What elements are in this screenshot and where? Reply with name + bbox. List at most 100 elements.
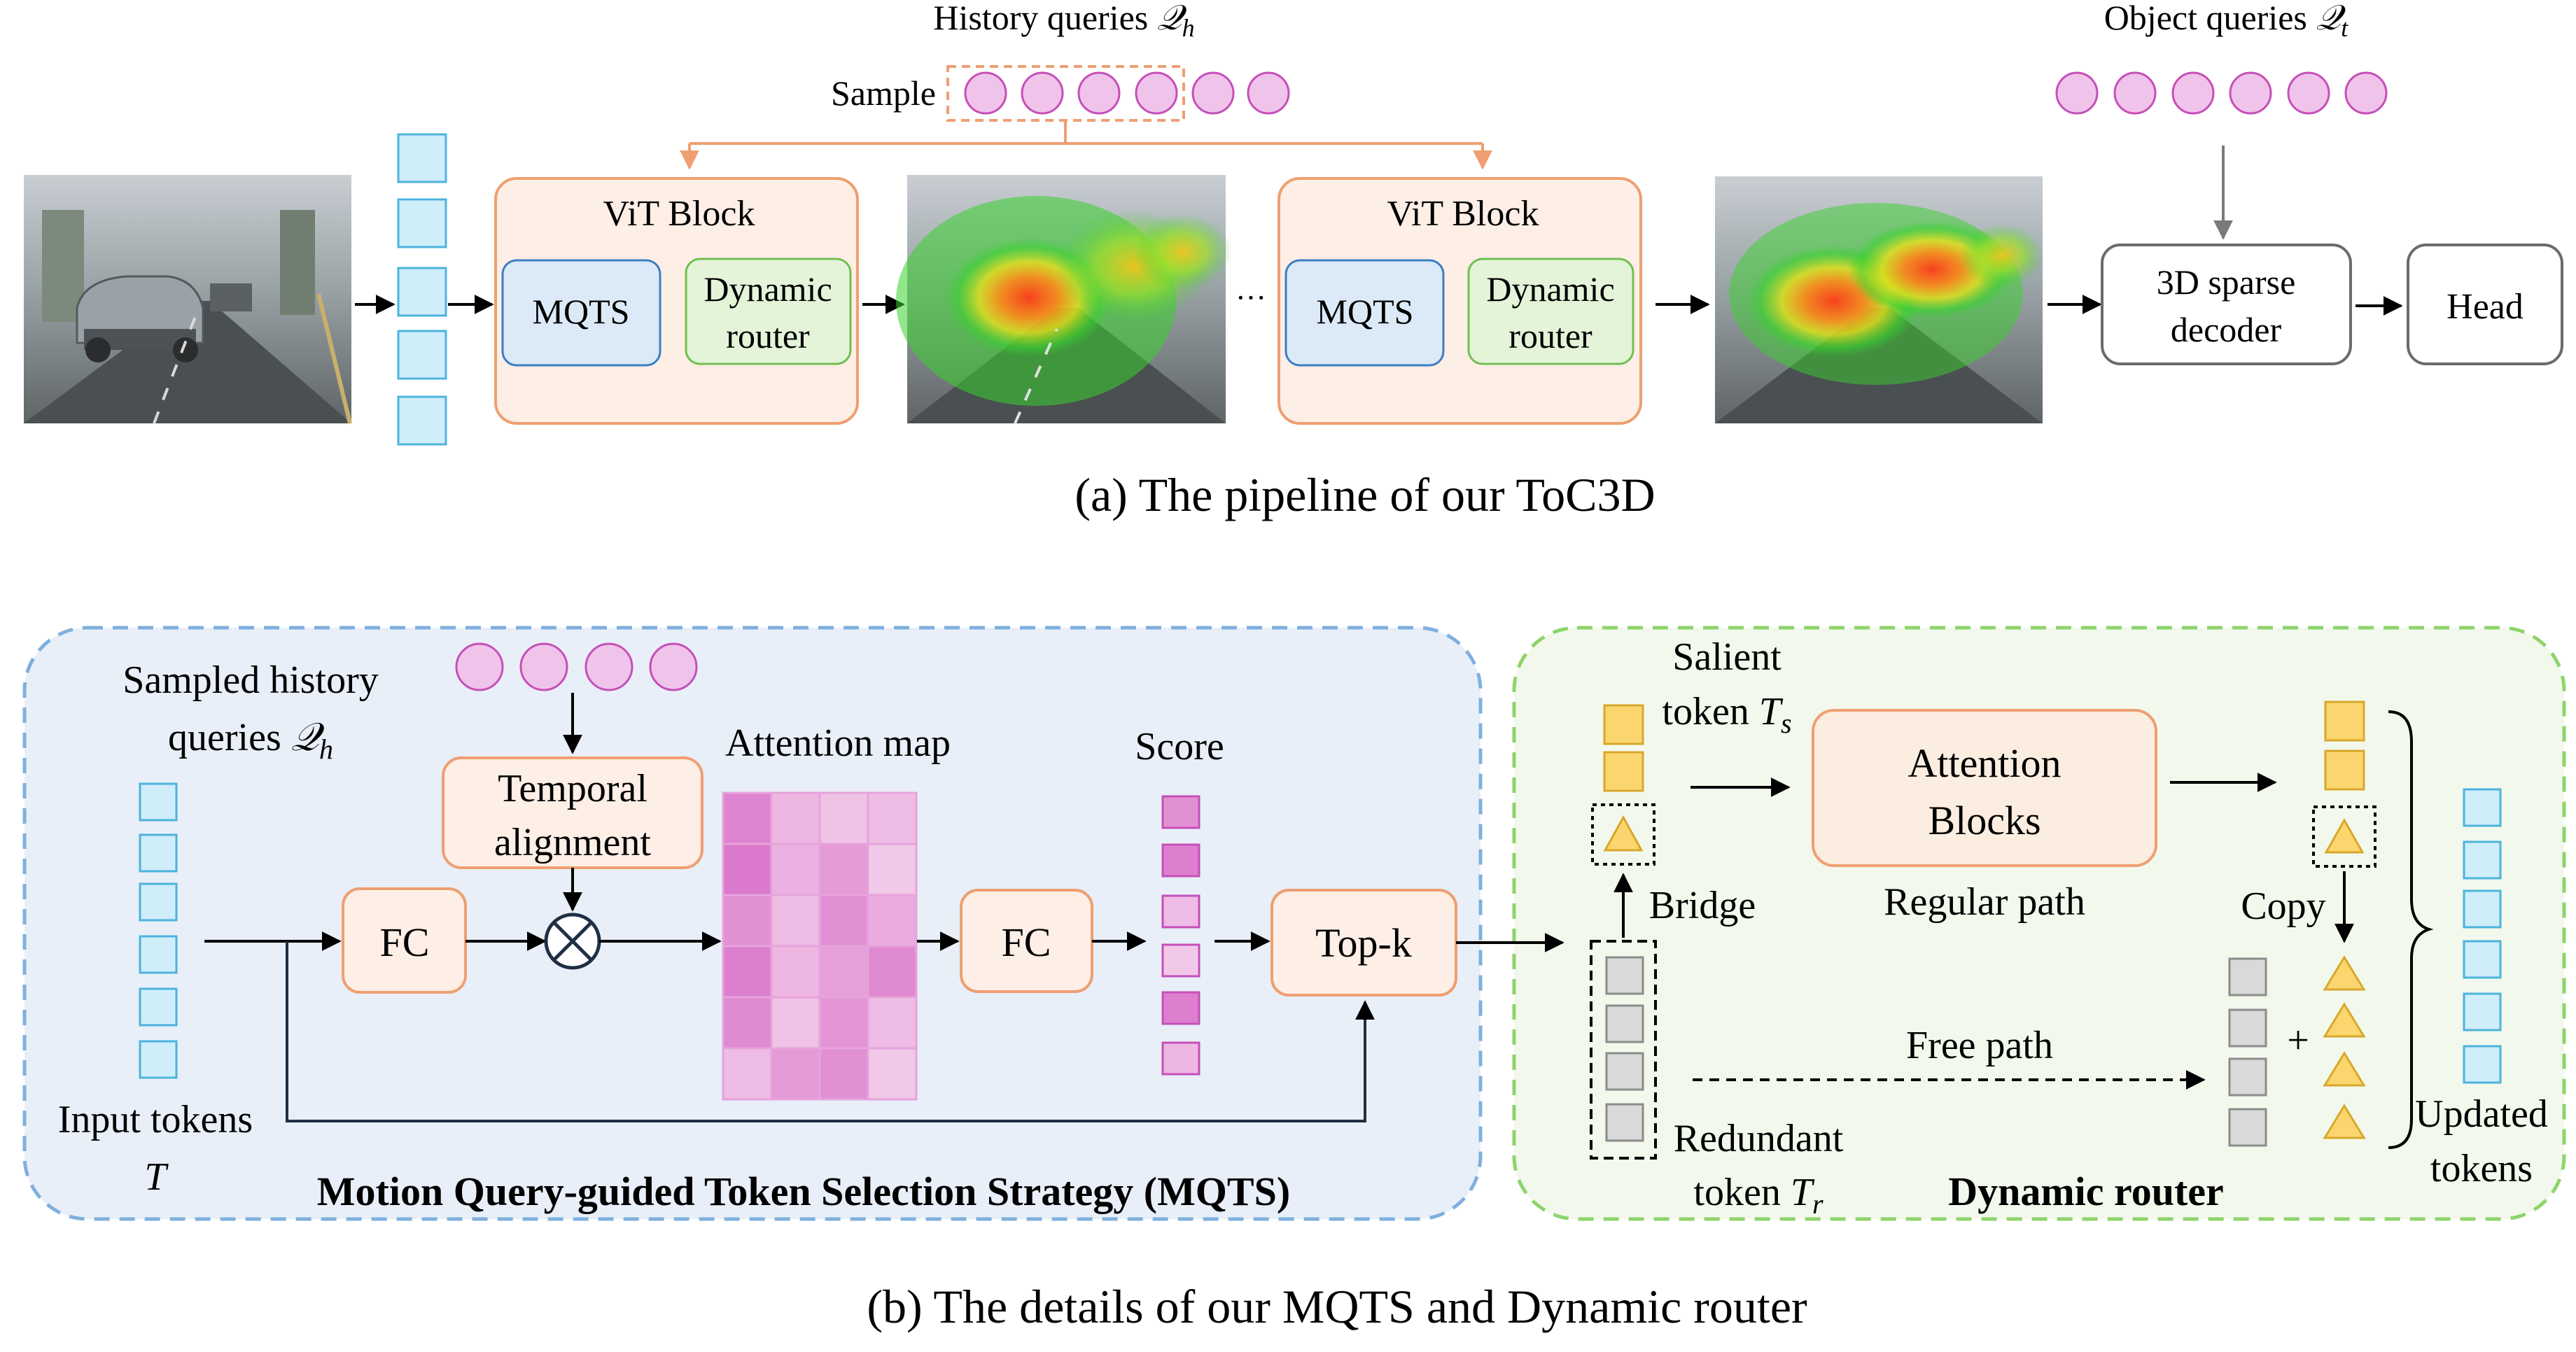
input-tokens-label: Input tokens — [58, 1098, 253, 1141]
history-query-6 — [1247, 71, 1290, 115]
vit-block-2: ViT Block MQTS Dynamic router — [1278, 177, 1642, 425]
input-token-3 — [139, 882, 178, 922]
attention-cell-1-4 — [867, 791, 918, 845]
decoder-label-1: 3D sparse — [2157, 262, 2296, 302]
updated-tokens-label-2: tokens — [2430, 1147, 2533, 1190]
patch-token-4 — [397, 330, 447, 380]
redundant-token-in-3 — [1605, 1052, 1644, 1091]
ellipsis: ··· — [1236, 281, 1266, 315]
attention-cell-1-3 — [818, 791, 869, 845]
mqts-title: Motion Query-guided Token Selection Stra… — [317, 1169, 1290, 1214]
updated-token-6 — [2463, 1045, 2502, 1084]
attention-cell-3-1 — [722, 894, 773, 948]
mqts-label-2: MQTS — [1317, 292, 1414, 331]
score-cell-6 — [1161, 1041, 1200, 1076]
copied-triangle-2 — [2323, 1002, 2366, 1038]
copied-triangle-4 — [2323, 1104, 2366, 1139]
dynamic-router-module-2 — [1467, 258, 1634, 365]
copy-source-box — [2312, 805, 2376, 868]
redundant-token-out-2 — [2228, 1008, 2267, 1048]
attention-cell-3-4 — [867, 894, 918, 948]
updated-token-1 — [2463, 788, 2502, 827]
input-token-1 — [139, 782, 178, 822]
caption-a: (a) The pipeline of our ToC3D — [1074, 468, 1655, 521]
merge-brace — [2388, 710, 2434, 1149]
attention-cell-4-3 — [818, 945, 869, 999]
head-box: Head — [2407, 244, 2563, 365]
multiply-operator — [544, 913, 601, 970]
redundant-token-out-4 — [2228, 1108, 2267, 1147]
history-query-2 — [1021, 71, 1064, 115]
attention-blocks-label-2: Blocks — [1928, 798, 2040, 843]
head-label: Head — [2446, 287, 2524, 327]
attention-cell-3-3 — [818, 894, 869, 948]
sample-label: Sample — [831, 73, 936, 113]
history-query-4 — [1135, 71, 1178, 115]
sampled-query-2 — [519, 642, 568, 691]
dynamic-router-label-1a: Dynamic — [704, 269, 832, 309]
updated-tokens-label-1: Updated — [2415, 1092, 2548, 1136]
object-query-3 — [2171, 71, 2215, 115]
input-token-4 — [139, 935, 178, 974]
fc-label-2: FC — [1002, 920, 1051, 965]
attention-cell-5-2 — [770, 996, 821, 1050]
attention-cell-2-1 — [722, 843, 773, 896]
salient-tokens-out — [2324, 700, 2365, 791]
redundant-token-box — [1590, 940, 1657, 1160]
dynamic-router-label-1b: router — [726, 316, 810, 355]
redundant-label-1: Redundant — [1674, 1117, 1844, 1160]
sample-connector — [680, 120, 1492, 170]
object-queries-label: Object queries 𝒬t — [2104, 0, 2349, 42]
score-cell-3 — [1161, 894, 1200, 929]
history-queries-row — [964, 71, 1290, 115]
attention-map-label: Attention map — [725, 721, 951, 765]
redundant-token-out-1 — [2228, 957, 2267, 997]
score-cell-2 — [1161, 843, 1200, 878]
fc-label-1: FC — [380, 920, 430, 965]
sampled-history-label-1: Sampled history — [122, 659, 379, 702]
temporal-label-2: alignment — [494, 821, 651, 864]
object-query-6 — [2344, 71, 2388, 115]
patch-token-5 — [397, 395, 447, 446]
updated-token-2 — [2463, 840, 2502, 880]
router-title: Dynamic router — [1948, 1169, 2224, 1214]
plus-sign: + — [2287, 1019, 2309, 1062]
attention-cell-5-3 — [818, 996, 869, 1050]
sampled-queries-row — [455, 642, 698, 691]
input-tokens-column — [139, 782, 178, 1079]
input-token-5 — [139, 987, 178, 1027]
sparse-decoder-box: 3D sparse decoder — [2101, 244, 2352, 365]
score-cell-1 — [1161, 795, 1200, 829]
redundant-tokens-out — [2228, 957, 2267, 1147]
sampled-history-label-2: queries 𝒬h — [168, 716, 333, 765]
decoder-label-2: decoder — [2171, 310, 2282, 349]
history-query-3 — [1077, 71, 1121, 115]
object-query-5 — [2287, 71, 2330, 115]
redundant-label-2: token Tr — [1693, 1171, 1823, 1220]
score-cell-4 — [1161, 943, 1200, 978]
free-path-label: Free path — [1906, 1024, 2053, 1067]
history-queries-label: History queries 𝒬h — [933, 0, 1194, 42]
attention-cell-1-2 — [770, 791, 821, 845]
attention-blocks-label-1: Attention — [1907, 740, 2061, 786]
attention-cell-4-2 — [770, 945, 821, 999]
salient-token-in-2 — [1603, 751, 1644, 792]
temporal-label-1: Temporal — [498, 767, 648, 810]
patch-tokens-column — [397, 133, 447, 446]
attention-cell-4-1 — [722, 945, 773, 999]
attention-cell-1-1 — [722, 791, 773, 845]
topk-label: Top-k — [1315, 920, 1412, 966]
bridge-triangle-out — [2324, 817, 2365, 854]
patch-token-1 — [397, 133, 447, 183]
updated-tokens-column — [2463, 788, 2502, 1084]
vit-block-1: ViT Block MQTS Dynamic router — [494, 177, 859, 425]
copied-triangles — [2323, 955, 2366, 1139]
updated-token-3 — [2463, 889, 2502, 929]
object-query-4 — [2229, 71, 2272, 115]
attention-map-grid — [722, 791, 918, 1101]
skip-connection-line — [286, 941, 1375, 1122]
updated-token-4 — [2463, 940, 2502, 979]
dynamic-router-module-1 — [685, 258, 852, 365]
copied-triangle-3 — [2323, 1051, 2366, 1087]
